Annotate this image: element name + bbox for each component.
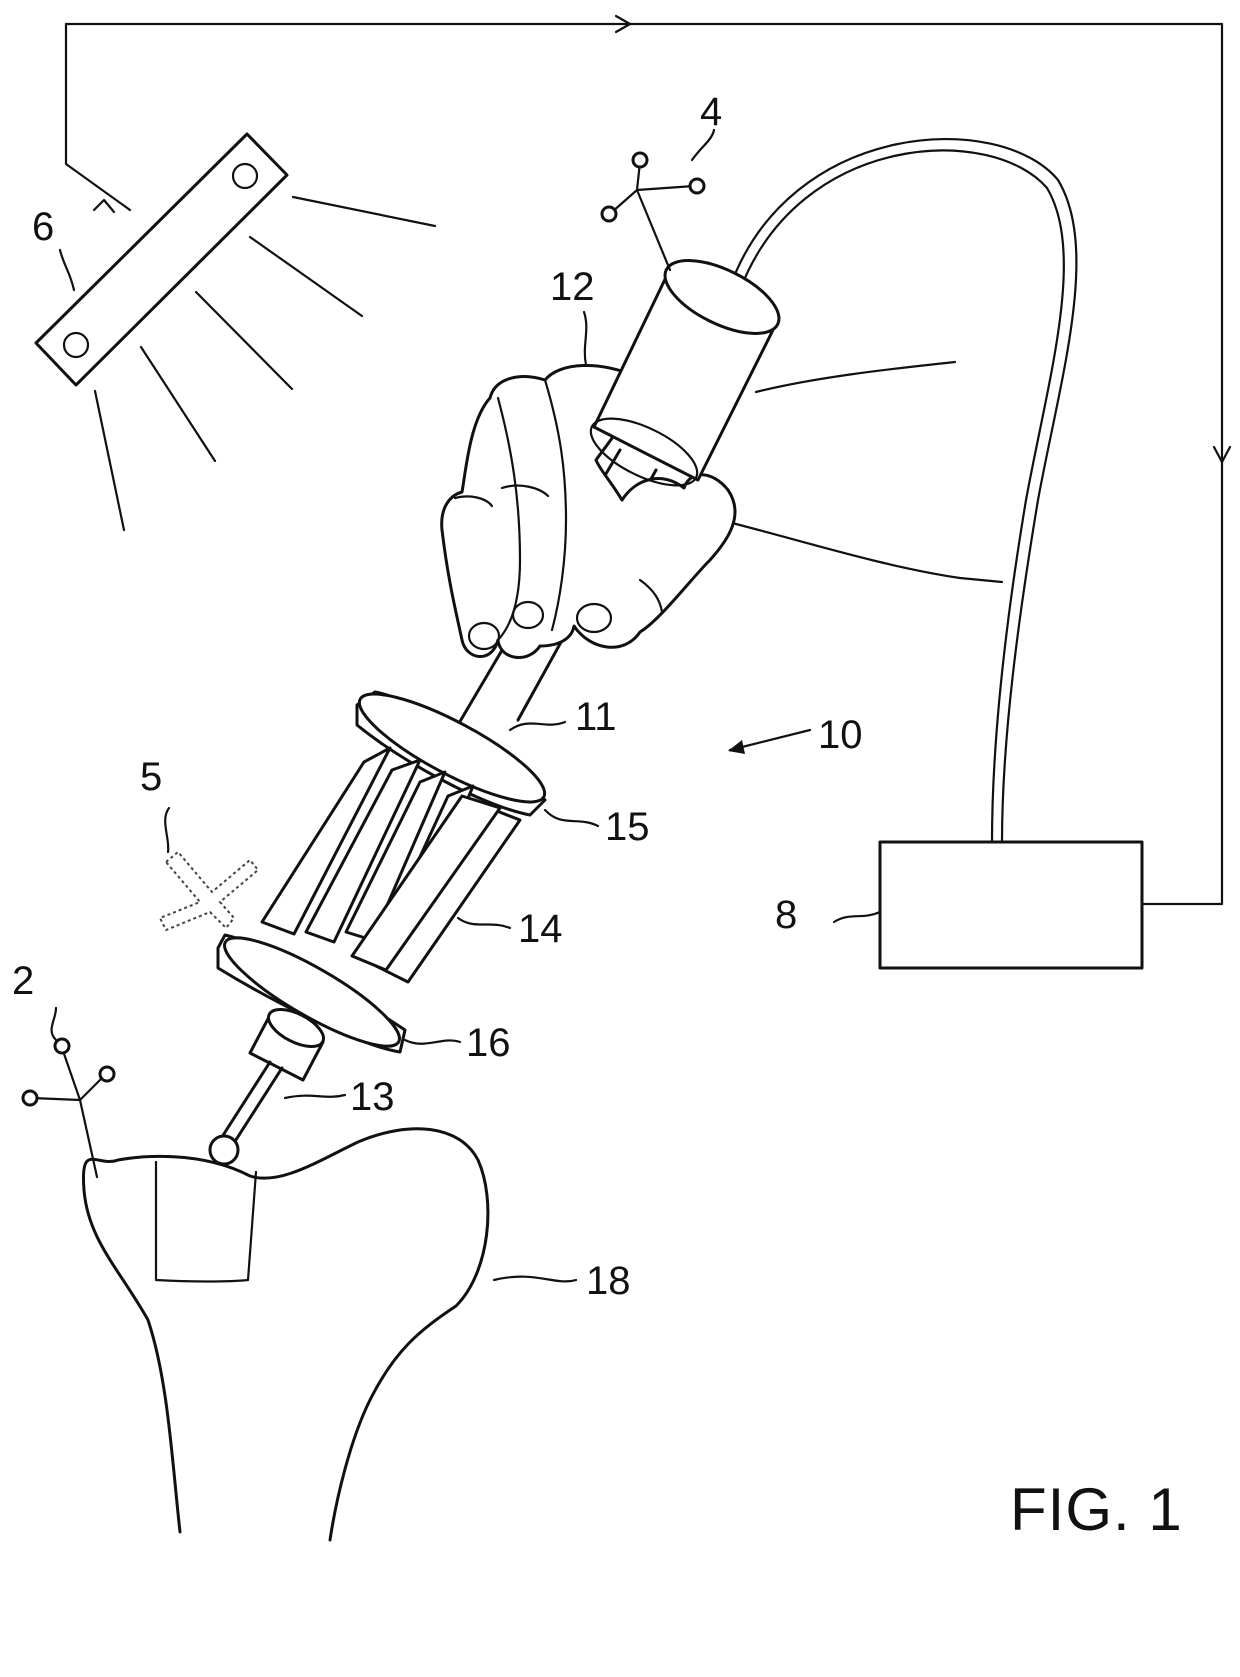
label-8: 8	[775, 893, 797, 937]
label-13: 13	[350, 1075, 395, 1119]
virtual-marker	[160, 852, 258, 930]
label-4: 4	[700, 90, 722, 134]
label-11: 11	[575, 695, 617, 739]
probe-tip	[210, 1002, 329, 1164]
tool-tracker-marker	[602, 153, 704, 270]
label-18: 18	[586, 1259, 631, 1303]
bone	[83, 1129, 487, 1540]
label-2: 2	[12, 959, 34, 1003]
arrow-to-device	[728, 730, 810, 754]
label-15: 15	[605, 805, 650, 849]
label-10: 10	[818, 713, 863, 757]
label-14: 14	[518, 907, 563, 951]
label-6: 6	[32, 205, 54, 249]
forearm	[728, 362, 1002, 582]
figure-label: FIG. 1	[1010, 1476, 1183, 1543]
label-5: 5	[140, 755, 162, 799]
bone-tracker-marker	[23, 1039, 114, 1177]
label-16: 16	[466, 1021, 511, 1065]
label-12: 12	[550, 265, 595, 309]
controller-box	[880, 842, 1142, 968]
